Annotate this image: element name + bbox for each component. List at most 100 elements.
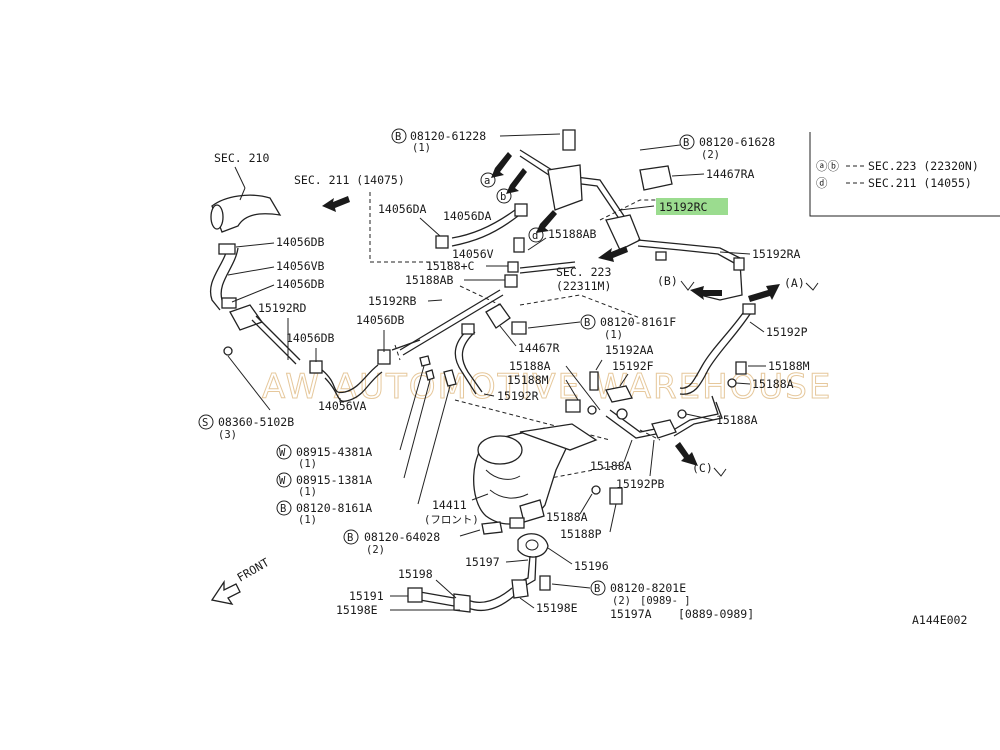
label-15192PB: 15192PB: [616, 477, 665, 491]
label-15198: 15198: [398, 567, 433, 581]
bolt-08120-64028-qty: (2): [366, 544, 385, 556]
front-direction-arrow: [210, 579, 241, 605]
bolt-08120-8161F: 08120-8161F: [600, 315, 676, 329]
bolt-symbol-icon-2: [679, 134, 695, 150]
label-14411: 14411: [432, 498, 467, 512]
bolt-08120-8161A: 08120-8161A: [296, 501, 372, 515]
bolt-08120-64028: 08120-64028: [364, 530, 440, 544]
turbocharger: [473, 423, 598, 529]
marker-b-icon: [496, 188, 512, 204]
label-15196: 15196: [574, 559, 609, 573]
marker-d: d: [532, 230, 538, 242]
bolt-08120-8201E-date: [0989- ]: [640, 595, 691, 607]
washer-symbol-icon-2: [276, 472, 292, 488]
label-15192RC[interactable]: 15192RC: [659, 200, 708, 214]
screw-08360-5102B: 08360-5102B: [218, 415, 294, 429]
marker-d-icon: [528, 227, 544, 243]
label-15192RA: 15192RA: [752, 247, 801, 261]
label-14056DA-1: 14056DA: [378, 202, 427, 216]
direction-a: (A): [784, 276, 805, 290]
washer-08915-4381A: 08915-4381A: [296, 445, 372, 459]
svg-text:W: W: [279, 475, 286, 487]
bolt-symbol-icon-6: [590, 580, 606, 596]
arrow-b-icon: [506, 168, 527, 194]
bolt-08120-61628: 08120-61628: [699, 135, 775, 149]
marker-a-icon: [480, 172, 496, 188]
washer-symbol-icon: [276, 444, 292, 460]
svg-text:S: S: [202, 417, 208, 429]
direction-b: (B): [657, 274, 678, 288]
direction-c: (C): [692, 461, 713, 475]
label-15197A: 15197A: [610, 607, 652, 621]
label-15197A-date: [0889-0989]: [678, 607, 754, 621]
label-14056DA-2: 14056DA: [443, 209, 492, 223]
label-14056DB-1: 14056DB: [276, 235, 325, 249]
bolt-symbol-icon-3: [580, 314, 596, 330]
label-15188A-4: 15188A: [590, 459, 632, 473]
label-15188A-3: 15188A: [509, 359, 551, 373]
label-15197: 15197: [465, 555, 500, 569]
washer-icon-2: [677, 409, 687, 419]
arrow-a-icon: [491, 152, 512, 178]
label-14056V: 14056V: [452, 247, 494, 261]
svg-text:B: B: [683, 137, 689, 149]
label-15188P: 15188P: [560, 527, 602, 541]
label-15192F: 15192F: [612, 359, 654, 373]
sec223-label: SEC. 223: [556, 265, 611, 279]
label-15188A-1: 15188A: [752, 377, 794, 391]
clip-15192F-icon: [605, 385, 633, 403]
label-15188A-2: 15188A: [716, 413, 758, 427]
highlight-15192RC: [656, 198, 728, 215]
legend-row2-symbols: ⓓ: [816, 176, 828, 190]
label-15188C: 15188+C: [426, 259, 475, 273]
label-14056VB: 14056VB: [276, 259, 325, 273]
label-15188AB-1: 15188AB: [548, 227, 597, 241]
arrow-a-direction-icon: [748, 284, 780, 302]
arrow-c-direction-icon: [675, 442, 698, 466]
bolt-15188M-icon: [735, 361, 747, 375]
front-label: FRONT: [235, 555, 272, 584]
sec223-boundary: [599, 199, 660, 221]
label-15188M-2: 15188M: [507, 373, 549, 387]
bolt-08120-8161F-qty: (1): [604, 329, 623, 341]
svg-text:W: W: [279, 447, 286, 459]
label-15188A-5: 15188A: [546, 510, 588, 524]
label-15188AB-2: 15188AB: [405, 273, 454, 287]
sec211-arrow-icon: [322, 196, 350, 212]
svg-text:B: B: [594, 583, 600, 595]
label-15192R: 15192R: [497, 389, 539, 403]
sec210-label: SEC. 210: [214, 151, 269, 165]
bolt-08120-8201E-qty: (2): [612, 595, 631, 607]
label-15192RD: 15192RD: [258, 301, 307, 315]
label-14467RA: 14467RA: [706, 167, 755, 181]
bolt-08120-61228: 08120-61228: [410, 129, 486, 143]
sec223-arrow-icon: [598, 246, 628, 262]
middle-hose: [435, 203, 528, 253]
label-15192P: 15192P: [766, 325, 808, 339]
bolt-08120-8201E: 08120-8201E: [610, 581, 686, 595]
label-14056DB-3: 14056DB: [356, 313, 405, 327]
label-15188M-1: 15188M: [768, 359, 810, 373]
upper-pipe-assembly: [519, 149, 745, 301]
label-15192AA: 15192AA: [605, 343, 654, 357]
washer-icon: [727, 378, 737, 388]
legend-row2-text: SEC.211 (14055): [868, 176, 972, 190]
bolt-symbol-icon-4: [276, 500, 292, 516]
pipe-15192P: [669, 303, 756, 437]
svg-text:B: B: [584, 317, 590, 329]
sec211-label: SEC. 211 (14075): [294, 173, 405, 187]
bolt-symbol-icon-5: [343, 529, 359, 545]
label-14411-sub: (フロント): [424, 514, 479, 526]
label-15191: 15191: [349, 589, 384, 603]
screw-symbol-icon: [198, 414, 214, 430]
bolt-15188M-2-icon: [565, 399, 581, 413]
svg-text:B: B: [395, 131, 401, 143]
label-14056DB-4: 14056DB: [286, 331, 335, 345]
marker-b: b: [500, 191, 506, 203]
svg-text:B: B: [347, 532, 353, 544]
bolt-08120-61228-qty: (1): [412, 142, 431, 154]
label-14056VA: 14056VA: [318, 399, 367, 413]
washer-08915-4381A-qty: (1): [298, 458, 317, 470]
turbo-pipe-bracket: [454, 303, 527, 395]
